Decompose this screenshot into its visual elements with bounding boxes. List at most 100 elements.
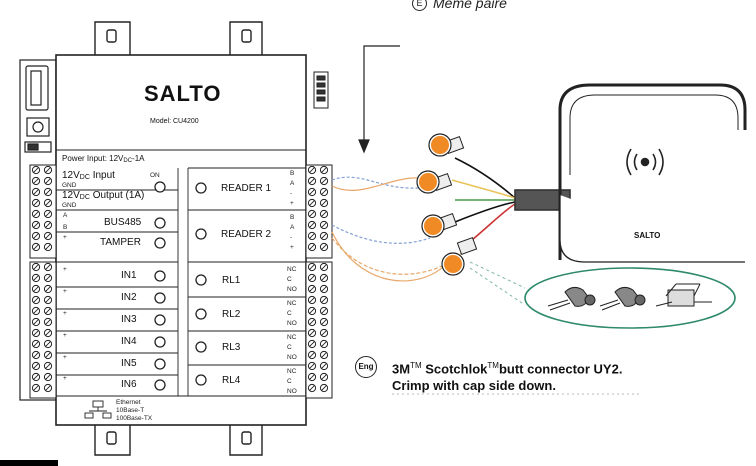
label-rl1: RL1	[222, 275, 241, 286]
label-12v-output: 12VDC Output (1A)	[62, 190, 145, 201]
screw-slot	[45, 374, 51, 380]
relay-4-pin: NC	[287, 368, 297, 375]
relay-1-pin: NO	[287, 286, 297, 293]
label-in6: IN6	[121, 379, 137, 390]
screw-slot	[33, 275, 39, 281]
label-12v-input: 12VDC Input	[62, 170, 115, 181]
screw-slot	[309, 211, 315, 217]
screw-slot	[33, 374, 39, 380]
reader-wires	[331, 176, 471, 282]
screw-slot	[45, 363, 51, 369]
instruction-line-2: Crimp with cap side down.	[392, 378, 556, 394]
reader-2-pin: B	[290, 214, 295, 221]
screw-slot	[321, 233, 327, 239]
status-leds	[154, 181, 207, 391]
top-note-marker: E	[412, 0, 427, 11]
screw-slot	[45, 319, 51, 325]
screw-slot	[33, 308, 39, 314]
connector-cap	[444, 255, 462, 273]
pin-plus-in6: +	[63, 375, 67, 382]
pin-plus-in5: +	[63, 354, 67, 361]
screw-slot	[321, 319, 327, 325]
screw-slot	[321, 167, 327, 173]
screw-slot	[45, 167, 51, 173]
screw-slot	[33, 200, 39, 206]
screw-slot	[45, 178, 51, 184]
screw-slot	[309, 244, 315, 250]
reader-2-pin: -	[290, 234, 293, 241]
connector-body	[456, 236, 478, 256]
mounting-tabs	[94, 21, 263, 456]
pin-gnd-1: GND	[62, 182, 77, 189]
reader-1-pin: B	[290, 170, 295, 177]
screw-slot	[321, 297, 327, 303]
instruction-line-1: 3MTM ScotchlokTMbutt connector UY2.	[392, 361, 623, 377]
ethernet-label: Ethernet	[116, 399, 141, 406]
reader-2-pin: +	[290, 244, 294, 251]
ethernet-10base: 10Base-T	[116, 407, 145, 414]
ethernet-icon	[84, 400, 112, 419]
screw-slot	[309, 189, 315, 195]
top-note-text: Même paire	[433, 0, 507, 11]
label-on: ON	[150, 172, 160, 179]
screw-slot	[309, 264, 315, 270]
label-in4: IN4	[121, 336, 137, 347]
screw-slot	[309, 374, 315, 380]
screw-slot	[321, 264, 327, 270]
relay-4-pin: NO	[287, 388, 297, 395]
screw-slot	[33, 189, 39, 195]
controller-body	[55, 54, 307, 426]
screw-slot	[309, 233, 315, 239]
screw-slot	[33, 297, 39, 303]
screw-slot	[45, 330, 51, 336]
screw-slot	[33, 233, 39, 239]
pin-plus-in1: +	[63, 266, 67, 273]
screw-slot	[321, 385, 327, 391]
screw-slot	[45, 200, 51, 206]
top-right-connector	[313, 71, 329, 109]
screw-slot	[45, 286, 51, 292]
screw-slot	[309, 286, 315, 292]
screw-slot	[309, 178, 315, 184]
label-in2: IN2	[121, 292, 137, 303]
screw-slot	[321, 275, 327, 281]
contactless-icon	[626, 148, 664, 176]
screw-slot	[45, 211, 51, 217]
screw-slot	[33, 352, 39, 358]
label-in3: IN3	[121, 314, 137, 325]
screw-slot	[33, 167, 39, 173]
screw-slot	[321, 244, 327, 250]
screw-slot	[33, 341, 39, 347]
pin-tamper-plus: +	[63, 234, 67, 241]
label-bus485: BUS485	[104, 217, 142, 228]
screw-slot	[321, 286, 327, 292]
ethernet-100base: 100Base-TX	[116, 415, 153, 422]
screw-slot	[309, 341, 315, 347]
pin-plus-in4: +	[63, 332, 67, 339]
screw-slot	[33, 330, 39, 336]
screw-slot	[321, 330, 327, 336]
screw-slot	[45, 275, 51, 281]
reader-1-pin: A	[290, 180, 295, 187]
connector-cap	[419, 173, 437, 191]
controller-model: Model: CU4200	[150, 118, 199, 125]
screw-slot	[309, 200, 315, 206]
screw-slot	[321, 189, 327, 195]
screw-slot	[33, 319, 39, 325]
reader-2-pin: A	[290, 224, 295, 231]
screw-slot	[309, 222, 315, 228]
power-input-label: Power Input: 12VDC-1A	[62, 154, 145, 164]
screw-slot	[33, 363, 39, 369]
relay-2-pin: NO	[287, 320, 297, 327]
screw-slot	[321, 341, 327, 347]
screw-slot	[309, 352, 315, 358]
label-reader-1: READER 1	[221, 183, 272, 194]
screw-slot	[309, 167, 315, 173]
screw-slot	[309, 297, 315, 303]
controller-brand: SALTO	[144, 81, 222, 106]
pin-bus-a: A	[63, 212, 68, 219]
language-marker: Eng	[355, 356, 377, 378]
screw-slot	[321, 352, 327, 358]
screw-slot	[45, 264, 51, 270]
